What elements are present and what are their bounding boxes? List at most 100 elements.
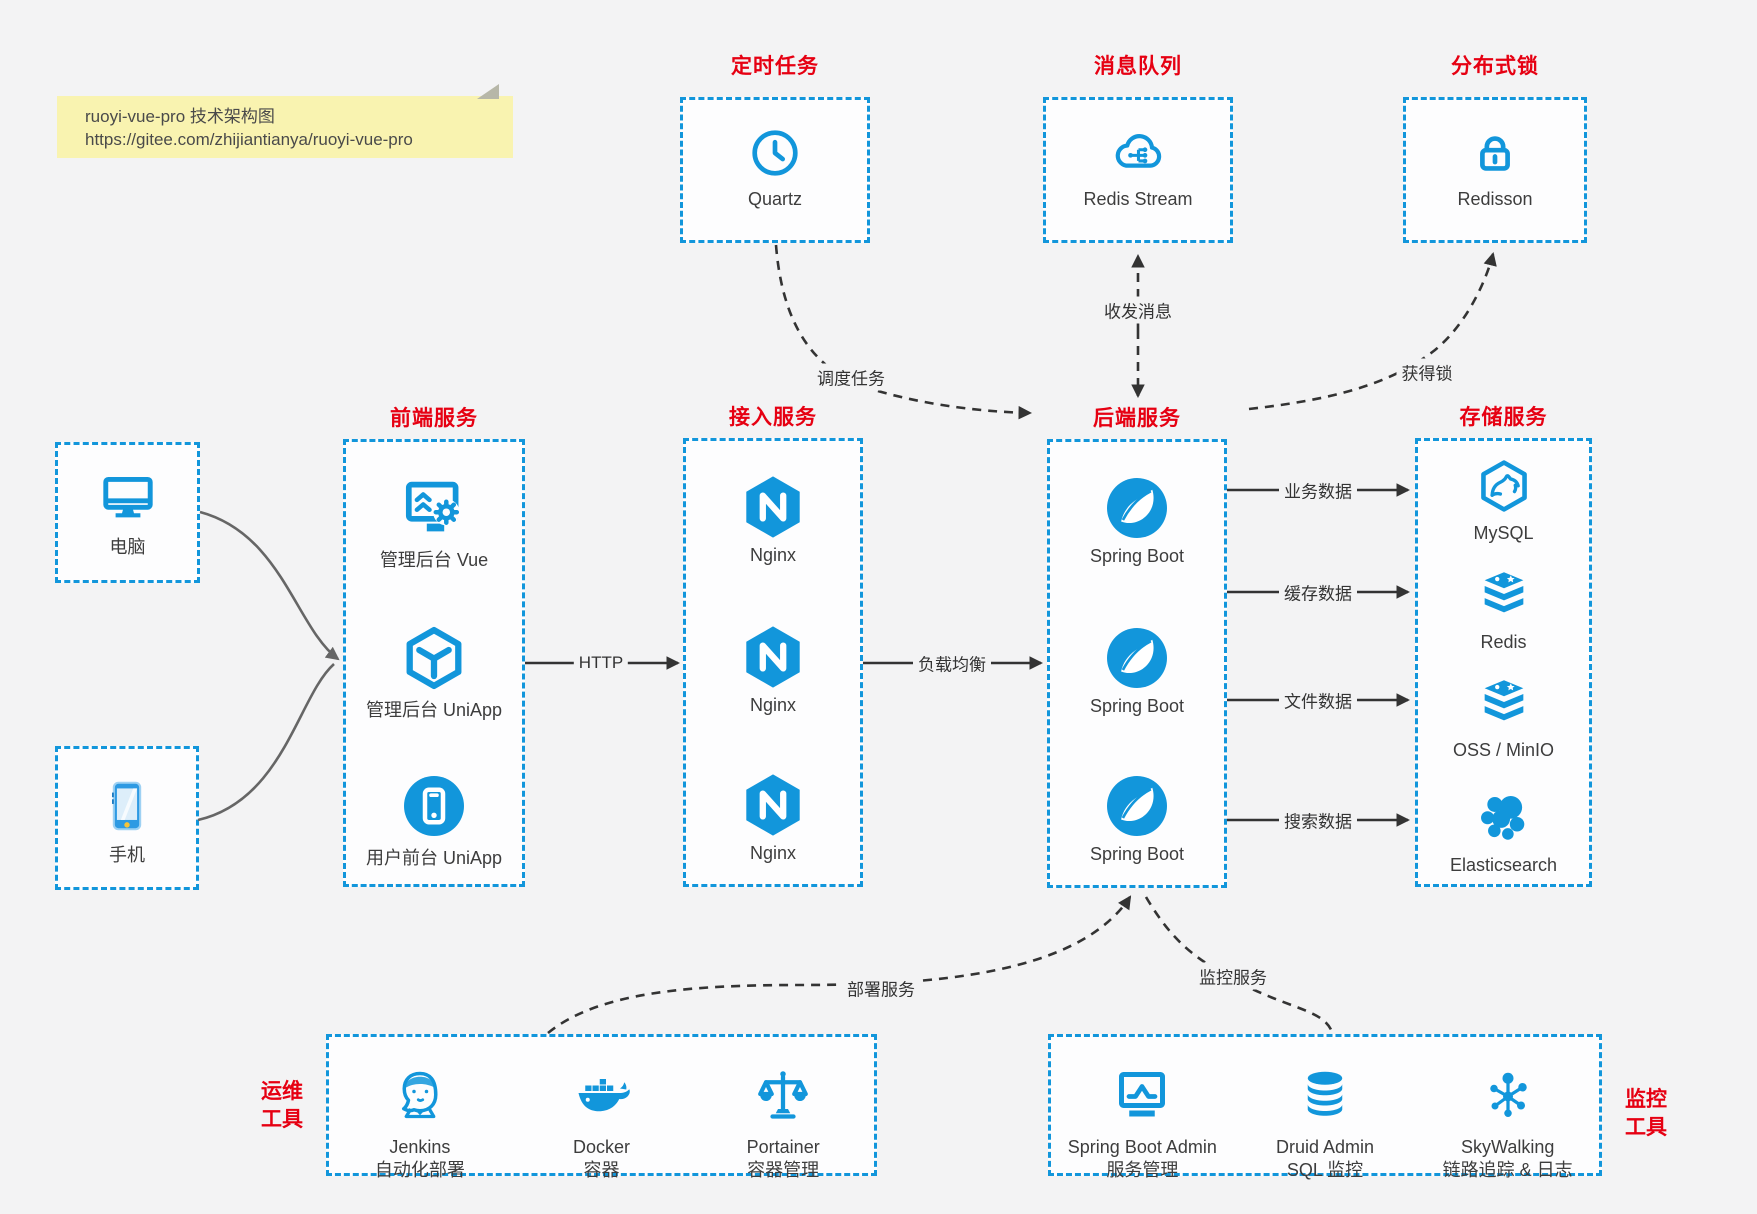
section-title-message-queue: 消息队列 <box>1094 55 1182 78</box>
edge-label-lock: 获得锁 <box>1396 358 1458 386</box>
node-nginx-1-label: Nginx <box>749 545 797 565</box>
node-nginx-1: Nginx <box>686 471 860 566</box>
access-box: Nginx Nginx Nginx <box>683 438 863 887</box>
arrow-client-phone <box>197 663 335 822</box>
edge-label-schedule: 调度任务 <box>812 363 890 391</box>
node-mysql: MySQL <box>1418 457 1589 544</box>
node-jenkins-name: Jenkins <box>389 1137 451 1157</box>
node-spring-boot-1: Spring Boot <box>1050 472 1224 567</box>
node-oss-minio: OSS / MinIO <box>1418 674 1589 761</box>
edge-label-file-data: 文件数据 <box>1279 686 1357 714</box>
backend-box: Spring Boot Spring Boot Spring Boot <box>1047 439 1227 888</box>
client-phone-box: 手机 <box>55 746 199 890</box>
elasticsearch-icon <box>1475 789 1533 840</box>
note: ruoyi-vue-pro 技术架构图 https://gitee.com/zh… <box>57 84 513 158</box>
mysql-icon <box>1475 457 1533 512</box>
mobile-app-icon <box>398 770 470 836</box>
note-line-2: https://gitee.com/zhijiantianya/ruoyi-vu… <box>85 130 413 149</box>
node-nginx-2: Nginx <box>686 621 860 716</box>
lock-icon <box>1467 125 1523 171</box>
skywalking-icon <box>1478 1065 1538 1130</box>
node-spring-boot-2: Spring Boot <box>1050 622 1224 717</box>
node-nginx-2-label: Nginx <box>749 695 797 715</box>
node-spring-boot-1-label: Spring Boot <box>1089 546 1185 566</box>
section-title-backend: 后端服务 <box>1093 407 1181 430</box>
redis-icon <box>1475 566 1533 613</box>
node-spring-boot-admin-name: Spring Boot Admin <box>1067 1137 1217 1157</box>
smartphone-icon <box>96 775 158 831</box>
node-portainer: Portainer 容器管理 <box>692 1037 874 1180</box>
node-skywalking-desc: 链路追踪 & 日志 <box>1442 1160 1573 1180</box>
ops-tools-box: Jenkins 自动化部署 Docker 容器 <box>326 1034 877 1180</box>
node-portainer-desc: 容器管理 <box>747 1160 820 1180</box>
node-docker: Docker 容器 <box>511 1037 693 1180</box>
spring-icon <box>1101 770 1173 836</box>
node-computer: 电脑 <box>58 467 197 559</box>
edge-label-http: HTTP <box>573 652 629 674</box>
monitor-tools-title-line2: 工具 <box>1625 1116 1667 1139</box>
node-mysql-label: MySQL <box>1473 523 1534 543</box>
section-title-storage: 存储服务 <box>1459 406 1548 429</box>
node-spring-boot-3: Spring Boot <box>1050 770 1224 865</box>
spring-icon <box>1101 622 1173 688</box>
admin-monitor-icon <box>1112 1065 1172 1130</box>
nginx-icon <box>737 471 809 538</box>
monitor-tools-box: Spring Boot Admin 服务管理 Druid Admin SQL 监… <box>1048 1034 1602 1180</box>
node-redis-stream: Redis Stream <box>1046 125 1230 210</box>
node-redisson-label: Redisson <box>1457 189 1533 209</box>
admin-vue-icon <box>398 472 470 532</box>
node-elasticsearch: Elasticsearch <box>1418 789 1589 876</box>
section-title-scheduled-tasks: 定时任务 <box>731 55 819 78</box>
node-admin-vue-label: 管理后台 Vue <box>379 550 489 570</box>
node-skywalking-name: SkyWalking <box>1461 1137 1555 1157</box>
note-line-1: ruoyi-vue-pro 技术架构图 <box>85 107 275 126</box>
arrow-lock <box>1248 252 1497 411</box>
node-user-uniapp-label: 用户前台 UniApp <box>365 848 503 868</box>
node-phone-label: 手机 <box>109 845 145 865</box>
scheduled-task-box: Quartz <box>680 97 870 243</box>
node-spring-boot-3-label: Spring Boot <box>1089 844 1185 864</box>
docker-icon <box>572 1065 632 1130</box>
node-redis-stream-label: Redis Stream <box>1083 189 1193 209</box>
node-jenkins: Jenkins 自动化部署 <box>329 1037 511 1180</box>
jenkins-icon <box>390 1065 450 1130</box>
ops-tools-title: 运维 工具 <box>248 1078 316 1134</box>
node-quartz-label: Quartz <box>747 189 803 209</box>
node-druid-admin-desc: SQL 监控 <box>1286 1160 1364 1180</box>
node-spring-boot-2-label: Spring Boot <box>1089 696 1185 716</box>
edge-label-business-data: 业务数据 <box>1279 476 1357 504</box>
node-nginx-3: Nginx <box>686 769 860 864</box>
node-admin-uniapp-label: 管理后台 UniApp <box>365 700 503 720</box>
node-computer-label: 电脑 <box>109 537 146 557</box>
section-title-access: 接入服务 <box>729 406 817 429</box>
portainer-icon <box>753 1065 813 1130</box>
node-elasticsearch-label: Elasticsearch <box>1449 855 1558 875</box>
nginx-icon <box>737 769 809 836</box>
note-fold-corner <box>477 84 499 99</box>
section-title-distributed-lock: 分布式锁 <box>1451 55 1539 78</box>
node-redis-label: Redis <box>1480 632 1527 652</box>
client-computer-box: 电脑 <box>55 442 200 583</box>
cloud-stream-icon <box>1110 125 1166 168</box>
edge-label-deploy: 部署服务 <box>842 974 920 1002</box>
edge-label-cache-data: 缓存数据 <box>1279 578 1357 606</box>
node-nginx-3-label: Nginx <box>749 843 797 863</box>
database-icon <box>1295 1065 1355 1130</box>
nginx-icon <box>737 621 809 688</box>
edge-label-search-data: 搜索数据 <box>1279 806 1357 834</box>
node-docker-desc: 容器 <box>583 1160 620 1180</box>
node-quartz: Quartz <box>683 125 867 210</box>
spring-icon <box>1101 472 1173 538</box>
desktop-icon <box>97 467 159 518</box>
ops-tools-title-line2: 工具 <box>261 1108 303 1131</box>
frontend-box: 管理后台 Vue 管理后台 UniApp 用户前台 UniApp <box>343 439 525 887</box>
monitor-tools-title: 监控 工具 <box>1612 1086 1680 1142</box>
message-queue-box: Redis Stream <box>1043 97 1233 243</box>
node-jenkins-desc: 自动化部署 <box>374 1160 465 1180</box>
node-spring-boot-admin: Spring Boot Admin 服务管理 <box>1051 1037 1234 1180</box>
edge-label-message: 收发消息 <box>1099 296 1177 324</box>
node-user-uniapp: 用户前台 UniApp <box>346 770 522 870</box>
node-druid-admin-name: Druid Admin <box>1275 1137 1375 1157</box>
clock-icon <box>747 125 803 176</box>
